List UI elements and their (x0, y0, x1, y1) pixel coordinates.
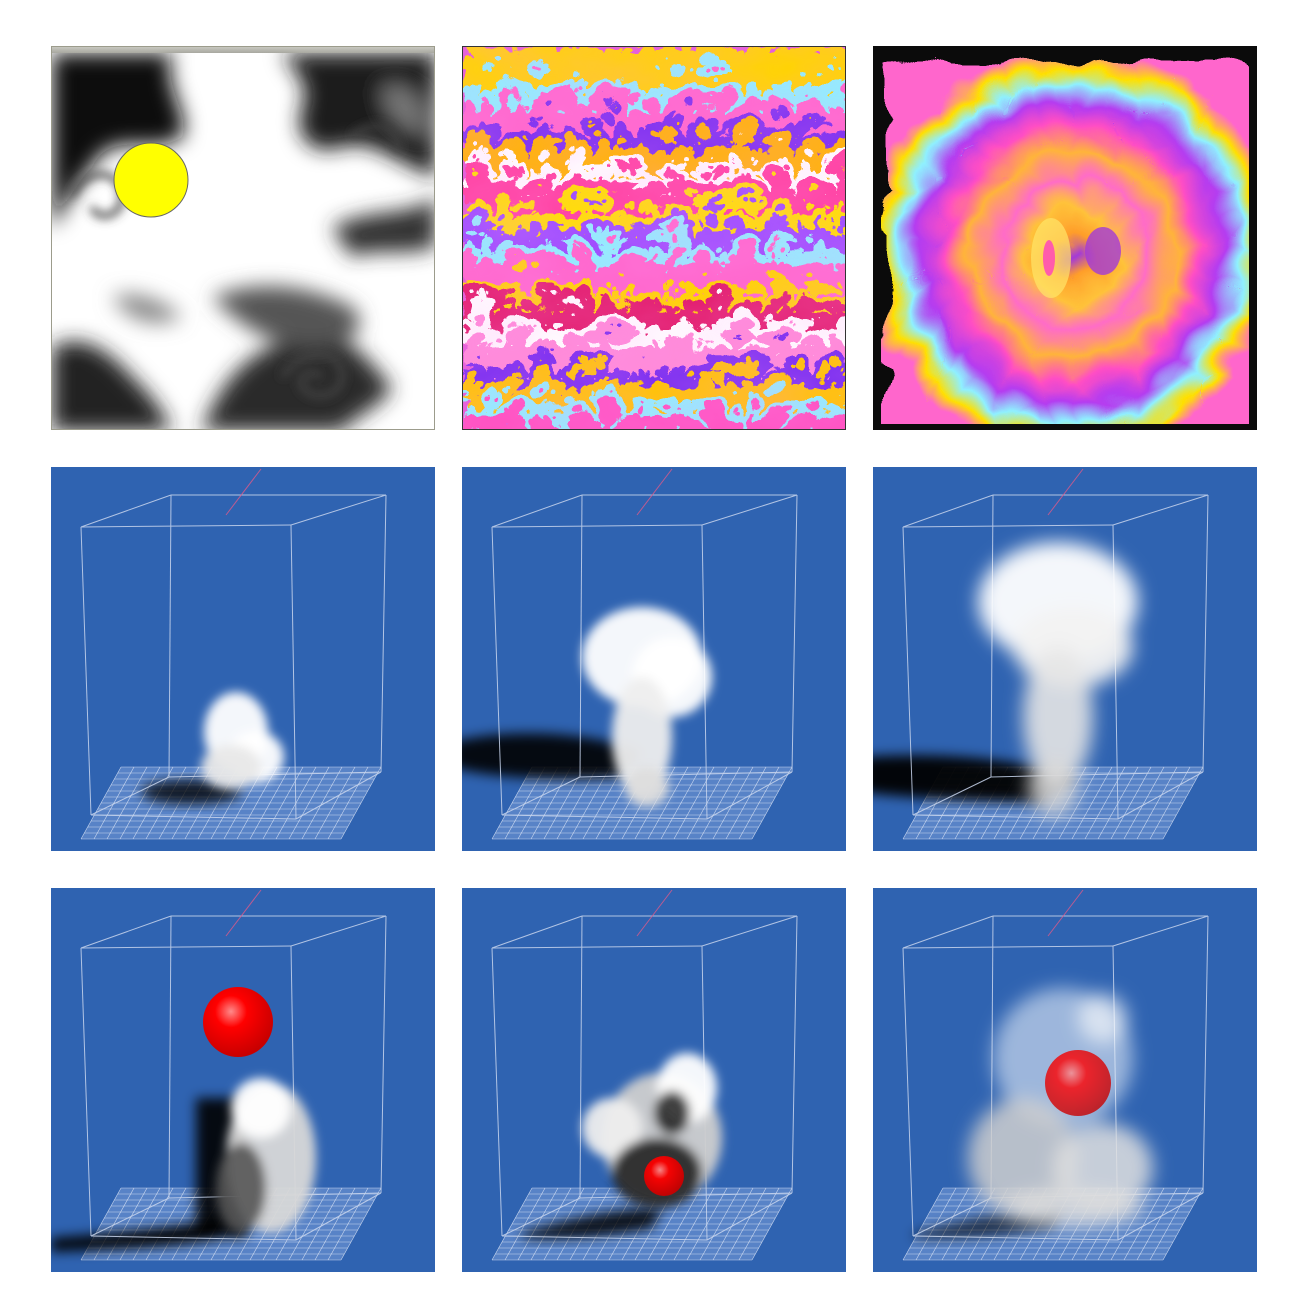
dye-swirl-vortex-panel (873, 46, 1257, 430)
axis-marker (225, 468, 262, 516)
dye-swirl-turbulent-panel (462, 46, 846, 430)
smoke-shadow (522, 1208, 662, 1239)
smoke-volume (201, 692, 284, 789)
axis-marker (1047, 889, 1084, 937)
yellow-ball (113, 142, 189, 218)
axis-marker (1047, 468, 1084, 516)
axis-marker (636, 889, 673, 937)
sim-scene (462, 467, 846, 851)
smoke-volume (582, 1053, 722, 1208)
window-titlebar (52, 47, 434, 53)
smoke-volume (216, 1078, 316, 1233)
smoke-plume-mid-panel (462, 467, 846, 851)
dye-vortex-image (873, 46, 1257, 430)
dye-turbulent-image (462, 46, 846, 430)
wireframe-box (80, 915, 387, 1241)
wireframe-box (80, 494, 387, 820)
wireframe-box (902, 494, 1209, 820)
smoke-plume-late-panel (873, 467, 1257, 851)
wireframe-box (491, 915, 798, 1241)
red-sphere (1045, 1050, 1111, 1116)
axis-marker (225, 889, 262, 937)
red-sphere (644, 1156, 684, 1196)
sim-scene (873, 467, 1257, 851)
smoke-sphere-early-panel (51, 888, 435, 1272)
axis-marker (636, 468, 673, 516)
smoke-2d-image (52, 53, 434, 429)
smoke-volume (582, 607, 712, 807)
sim-scene (873, 888, 1257, 1272)
smoke-sphere-mid-panel (462, 888, 846, 1272)
smoke-shadow (462, 733, 642, 779)
smoke-volume (978, 542, 1138, 817)
smoke-plume-early-panel (51, 467, 435, 851)
sim-scene (51, 467, 435, 851)
smoke-sphere-late-panel (873, 888, 1257, 1272)
smoke-2d-grayscale-panel (51, 46, 435, 430)
sim-scene (51, 888, 435, 1272)
red-sphere (203, 987, 273, 1057)
sim-scene (462, 888, 846, 1272)
smoke-shadow (873, 755, 1073, 802)
